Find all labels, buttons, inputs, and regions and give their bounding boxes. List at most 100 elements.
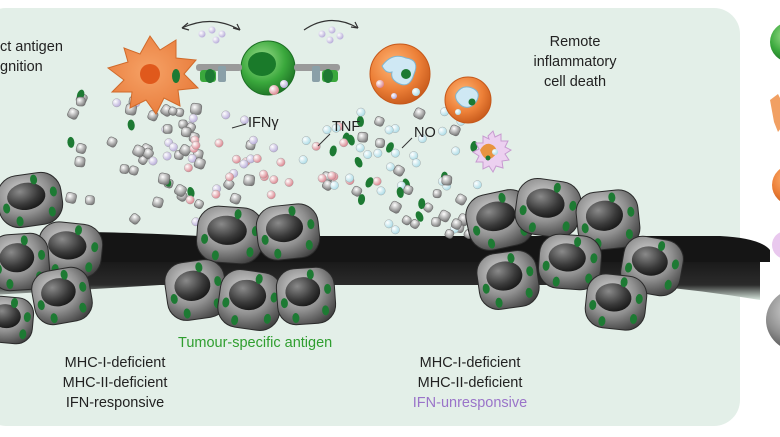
no-molecule xyxy=(384,219,394,229)
tumour-antigen-spot xyxy=(37,300,45,311)
tumour-antigen-spot xyxy=(170,293,178,304)
tumour-nucleus xyxy=(486,261,523,291)
tnf-molecule xyxy=(259,169,268,179)
tumour-antigen-spot xyxy=(519,205,527,216)
no-molecule xyxy=(373,148,383,158)
tnf-molecule xyxy=(185,195,195,205)
tumour-antigen-spot xyxy=(30,174,38,185)
tnf-molecule xyxy=(252,154,262,163)
ifn-gamma-molecule xyxy=(112,98,122,108)
tumour-antigen-spot xyxy=(3,203,11,214)
tcr-mhc-synapse-left xyxy=(196,64,242,83)
antigen-fragment xyxy=(75,143,87,154)
tnf-molecule xyxy=(191,140,201,150)
left-tumour-label-line2: MHC-II-deficient xyxy=(62,375,168,391)
antigen-fragment xyxy=(180,126,192,138)
tumour-antigen-spot xyxy=(10,298,19,309)
tumour-antigen-spot xyxy=(20,235,28,246)
antigen-particle xyxy=(418,198,426,210)
exchange-arrow-left xyxy=(181,20,241,31)
tumour-antigen-spot xyxy=(562,221,570,232)
remote-death-label-line2: inflammatory xyxy=(533,54,617,70)
tumour-antigen-spot xyxy=(23,312,31,323)
tumour-nucleus xyxy=(631,246,668,276)
top-dots xyxy=(198,26,344,44)
tumour-cell xyxy=(31,266,93,326)
tumour-cell xyxy=(575,189,641,251)
antigen-fragment xyxy=(74,156,86,168)
tumour-antigen-spot xyxy=(526,266,534,277)
antigen-fragment xyxy=(403,184,414,196)
tumour-cell xyxy=(196,205,264,265)
tumour-cell xyxy=(0,171,64,229)
tumour-antigen-spot xyxy=(305,239,313,250)
tumour-antigen-spot xyxy=(322,305,330,316)
antigen-particle xyxy=(396,187,404,198)
remote-death-label-line3: cell death xyxy=(543,74,607,90)
antigen-particle xyxy=(385,142,394,153)
left-tumour-label-line3: IFN-responsive xyxy=(65,395,165,411)
antigen-fragment xyxy=(168,106,178,116)
tumour-antigen-label: Tumour-specific antigen xyxy=(178,335,333,351)
tnf-molecule xyxy=(327,171,337,181)
antigen-fragment xyxy=(67,107,80,120)
antigen-fragment xyxy=(193,157,206,170)
ifn-gamma-label: IFNγ xyxy=(248,115,279,131)
no-molecule xyxy=(376,186,386,196)
tumour-antigen-spot xyxy=(6,279,14,290)
macrophage-small xyxy=(444,76,492,124)
tumour-antigen-spot xyxy=(553,182,561,193)
antigen-fragment xyxy=(375,138,386,148)
antigen-fragment xyxy=(128,165,139,176)
antigen-fragment xyxy=(65,192,77,204)
tumour-nucleus xyxy=(174,270,211,301)
tumour-antigen-spot xyxy=(552,276,560,287)
dying-cell xyxy=(472,130,512,173)
no-molecule xyxy=(417,134,427,144)
antigen-fragment xyxy=(106,136,118,148)
no-molecule xyxy=(345,173,354,183)
tumour-nucleus xyxy=(548,243,586,272)
tnf-molecule xyxy=(339,138,349,148)
antigen-fragment xyxy=(194,199,204,210)
antigen-fragment xyxy=(413,107,426,120)
antigen-fragment xyxy=(229,192,242,205)
antigen-fragment xyxy=(389,200,402,214)
tumour-antigen-spot xyxy=(195,262,203,273)
tumour-antigen-spot xyxy=(261,234,269,245)
tumour-antigen-spot xyxy=(664,279,672,290)
tnf-molecule xyxy=(269,175,279,185)
antigen-fragment xyxy=(357,131,369,143)
dendritic-cell xyxy=(106,35,200,115)
antigen-fragment xyxy=(243,174,256,187)
tumour-antigen-spot xyxy=(49,186,57,197)
exchange-arrow-right xyxy=(303,19,359,31)
tumour-antigen-spot xyxy=(542,260,550,271)
ifn-gamma-molecule xyxy=(169,142,178,152)
tumour-cell-clusters xyxy=(0,171,684,345)
no-molecule xyxy=(363,150,373,159)
tumour-antigen-spot xyxy=(292,313,300,324)
tnf-molecule xyxy=(184,163,193,173)
tumour-cell xyxy=(275,266,337,326)
antigen-fragment xyxy=(374,116,385,127)
ifn-gamma-molecule xyxy=(221,110,231,120)
no-molecule xyxy=(331,123,341,133)
right-tumour-label-line3: IFN-unresponsive xyxy=(412,395,528,411)
tumour-antigen-spot xyxy=(620,277,628,288)
tumour-antigen-spot xyxy=(246,247,254,258)
antigen-recognition-label-line1: ct antigen xyxy=(0,39,63,55)
antigen-fragment xyxy=(174,184,187,197)
t-cell xyxy=(240,40,296,96)
tumour-antigen-spot xyxy=(255,274,263,285)
tumour-antigen-spot xyxy=(60,269,68,280)
tumour-antigen-spot xyxy=(569,200,577,211)
tumour-cell xyxy=(255,203,321,261)
no-label: NO xyxy=(414,125,436,141)
tumour-antigen-spot xyxy=(274,248,282,259)
antigen-fragment xyxy=(401,215,412,226)
tumour-nucleus xyxy=(595,283,632,312)
tumour-antigen-spot xyxy=(263,313,271,324)
tumour-antigen-spot xyxy=(234,209,242,220)
